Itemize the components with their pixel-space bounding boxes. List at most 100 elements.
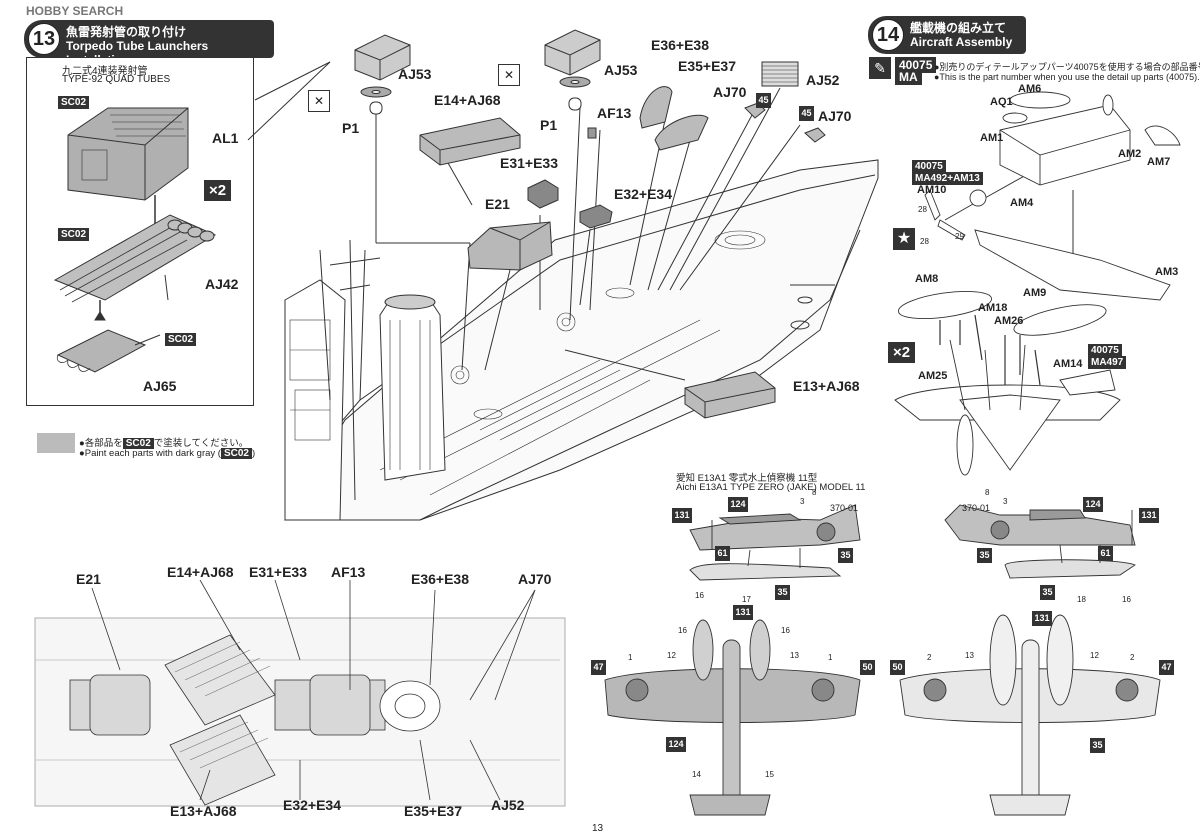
colour-35-a: 35	[838, 548, 853, 563]
decal-14: 14	[692, 770, 701, 779]
part-label-am6: AM6	[1018, 83, 1042, 95]
part-label-e21: E21	[485, 196, 510, 212]
callout-28-b: 28	[920, 237, 929, 246]
detail-note-jp: ●別売りのディテールアップパーツ40075を使用する場合の部品番号です。	[934, 62, 1200, 72]
part-label-am25: AM25	[918, 370, 948, 382]
part-label-am9: AM9	[1023, 287, 1047, 299]
detail-badge-b: 40075	[1088, 344, 1122, 357]
deck-label-e32-e34: E32+E34	[283, 797, 341, 813]
part-label-p1-left: P1	[342, 120, 360, 136]
page-number: 13	[592, 823, 604, 834]
site-logo: HOBBY SEARCH	[26, 4, 124, 18]
decal-2-a: 2	[927, 653, 932, 662]
plane-caption-en: Aichi E13A1 TYPE ZERO (JAKE) MODEL 11	[676, 482, 866, 493]
step14-banner: 14 艦載機の組み立て Aircraft Assembly	[868, 16, 1026, 54]
tail-code-right: 370-01	[962, 503, 991, 513]
callout-28-a: 28	[918, 205, 927, 214]
decal-1-a: 1	[628, 653, 633, 662]
quantity-x2-right: ×2	[888, 342, 916, 363]
part-label-e13-aj68: E13+AJ68	[793, 378, 860, 394]
decal-16-c: 16	[678, 626, 687, 635]
colour-35-d: 35	[1040, 585, 1055, 600]
decal-18: 18	[1077, 595, 1086, 604]
decal-13-a: 13	[790, 651, 799, 660]
part-label-am3: AM3	[1155, 266, 1179, 278]
no-glue-icon-mid: ✕	[498, 64, 520, 86]
decal-17: 17	[742, 595, 751, 604]
colour-47-a: 47	[591, 660, 606, 675]
part-label-e35-e37: E35+E37	[678, 58, 736, 74]
part-label-am8: AM8	[915, 273, 939, 285]
decal-13-b: 13	[965, 651, 974, 660]
part-label-aj42: AJ42	[205, 276, 239, 292]
paint-note-en: ●Paint each parts with dark gray (SC02)	[79, 448, 256, 459]
deck-label-e21: E21	[76, 571, 101, 587]
tail-code-left: 370-01	[830, 503, 859, 513]
quad-tubes-title-en: TYPE-92 QUAD TUBES	[62, 74, 171, 85]
colour-35-c: 35	[977, 548, 992, 563]
part-label-am14: AM14	[1053, 358, 1083, 370]
colour-124-c: 124	[666, 737, 686, 752]
deck-label-e13-aj68: E13+AJ68	[170, 803, 237, 819]
part-label-af13: AF13	[597, 105, 632, 121]
decal-3-b: 3	[1003, 497, 1008, 506]
part-label-e14-aj68: E14+AJ68	[434, 92, 501, 108]
decal-16-d: 16	[781, 626, 790, 635]
deck-label-e35-e37: E35+E37	[404, 803, 462, 819]
colour-124-a: 124	[728, 497, 748, 512]
decal-12-b: 12	[1090, 651, 1099, 660]
part-label-am10: AM10	[917, 184, 947, 196]
deck-label-aj70: AJ70	[518, 571, 552, 587]
colour-35-b: 35	[775, 585, 790, 600]
step13-number: 13	[28, 23, 60, 55]
colour-131-c: 131	[733, 605, 753, 620]
quad-tubes-panel	[26, 57, 254, 406]
colour-badge-al1: SC02	[58, 96, 90, 109]
deck-label-e36-e38: E36+E38	[411, 571, 469, 587]
part-label-e36-e38: E36+E38	[651, 37, 709, 53]
star-marker-icon: ★	[893, 228, 915, 250]
deck-label-af13: AF13	[331, 564, 366, 580]
part-label-aq1: AQ1	[990, 96, 1013, 108]
part-label-aj70-left: AJ70	[713, 84, 747, 100]
part-label-am26: AM26	[994, 315, 1024, 327]
part-number-45-a: 45	[756, 93, 771, 108]
no-glue-icon-left: ✕	[308, 90, 330, 112]
detail-up-icon: ✎	[869, 57, 891, 79]
part-label-p1-mid: P1	[540, 117, 558, 133]
colour-badge-aj65: SC02	[165, 333, 197, 346]
part-label-aj53-mid: AJ53	[604, 62, 638, 78]
detail-badge-a-sub: MA492+AM13	[912, 172, 983, 185]
part-label-aj65: AJ65	[143, 378, 177, 394]
decal-12-a: 12	[667, 651, 676, 660]
part-label-aj52: AJ52	[806, 72, 840, 88]
colour-61-a: 61	[715, 546, 730, 561]
detail-note-en: ●This is the part number when you use th…	[934, 72, 1200, 82]
part-label-am2: AM2	[1118, 148, 1142, 160]
callout-29: 29	[955, 232, 964, 241]
part-label-e32-e34: E32+E34	[614, 186, 672, 202]
decal-16-b: 16	[1122, 595, 1131, 604]
decal-8-b: 8	[985, 488, 990, 497]
part-label-am18: AM18	[978, 302, 1008, 314]
colour-badge-aj42: SC02	[58, 228, 90, 241]
detail-code-badge: MA	[895, 69, 922, 85]
step14-title-en: Aircraft Assembly	[910, 35, 1013, 49]
quantity-x2-left: ×2	[204, 180, 232, 201]
colour-50-b: 50	[890, 660, 905, 675]
part-label-am7: AM7	[1147, 156, 1171, 168]
colour-35-e: 35	[1090, 738, 1105, 753]
step13-banner: 13 魚雷発射管の取り付け Torpedo Tube Launchers Ins…	[24, 20, 274, 67]
colour-131-a: 131	[672, 508, 692, 523]
step14-number: 14	[872, 19, 904, 51]
deck-label-e31-e33: E31+E33	[249, 564, 307, 580]
decal-16-a: 16	[695, 591, 704, 600]
detail-badge-a: 40075	[912, 160, 946, 173]
colour-131-d: 131	[1032, 611, 1052, 626]
detail-badge-b-sub: MA497	[1088, 356, 1127, 369]
part-label-am1: AM1	[980, 132, 1004, 144]
decal-15: 15	[765, 770, 774, 779]
part-number-45-b: 45	[799, 106, 814, 121]
